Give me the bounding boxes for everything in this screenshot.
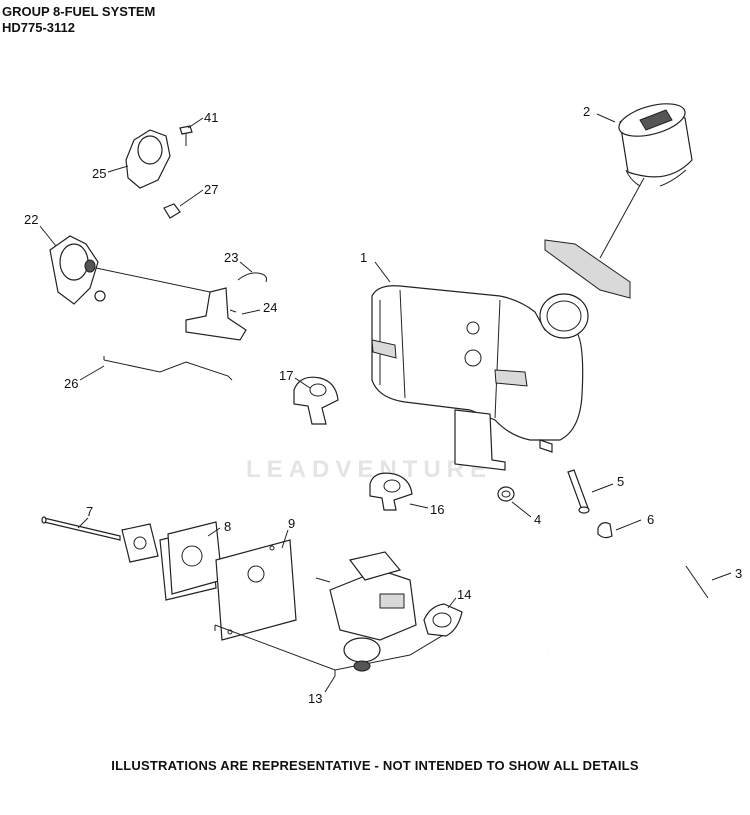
clamp-part-6[interactable] <box>597 522 613 539</box>
fuel-line-part-3[interactable] <box>546 565 713 654</box>
link-rod-part-26[interactable] <box>103 356 233 381</box>
callout-27: 27 <box>204 182 218 197</box>
spring-clip-part-23[interactable] <box>237 272 267 283</box>
spacer-gasket-part-8[interactable] <box>121 521 223 601</box>
callout-6: 6 <box>647 512 654 527</box>
screw-part-5[interactable] <box>567 469 590 514</box>
carburetor-part-13[interactable] <box>214 551 456 676</box>
hose-clamp-part-27[interactable] <box>163 203 181 219</box>
disclaimer-footer: ILLUSTRATIONS ARE REPRESENTATIVE - NOT I… <box>111 758 639 773</box>
callout-4: 4 <box>534 512 541 527</box>
tank-mount-part-17[interactable] <box>293 376 339 425</box>
callout-14: 14 <box>457 587 471 602</box>
callout-13: 13 <box>308 691 322 706</box>
primer-part-22[interactable] <box>49 235 211 305</box>
watermark: LEADVENTURE <box>246 456 493 483</box>
tank-mount-part-16[interactable] <box>369 472 413 511</box>
callout-25: 25 <box>92 166 106 181</box>
callout-2: 2 <box>583 104 590 119</box>
callout-41: 41 <box>204 110 218 125</box>
callout-9: 9 <box>288 516 295 531</box>
model-number: HD775-3112 <box>2 20 75 35</box>
callout-3: 3 <box>735 566 742 581</box>
callout-17: 17 <box>279 368 293 383</box>
leader-lines <box>39 113 732 693</box>
callout-22: 22 <box>24 212 38 227</box>
callout-23: 23 <box>224 250 238 265</box>
fuel-cap-part-2[interactable] <box>544 98 693 299</box>
callout-5: 5 <box>617 474 624 489</box>
grommet-part-4[interactable] <box>497 486 515 502</box>
page-title: GROUP 8-FUEL SYSTEM <box>2 4 156 19</box>
callout-16: 16 <box>430 502 444 517</box>
callout-8: 8 <box>224 519 231 534</box>
screw-part-41[interactable] <box>179 125 193 146</box>
callout-7: 7 <box>86 504 93 519</box>
heat-shield-part-9[interactable] <box>215 539 297 641</box>
stud-part-7[interactable] <box>41 516 121 541</box>
callout-26: 26 <box>64 376 78 391</box>
bracket-part-24[interactable] <box>185 287 247 341</box>
callout-24: 24 <box>263 300 277 315</box>
callout-1: 1 <box>360 250 367 265</box>
gasket-part-14[interactable] <box>423 603 463 637</box>
fuel-tank-part-1[interactable] <box>371 285 589 471</box>
fuel-valve-part-25[interactable] <box>125 129 194 257</box>
